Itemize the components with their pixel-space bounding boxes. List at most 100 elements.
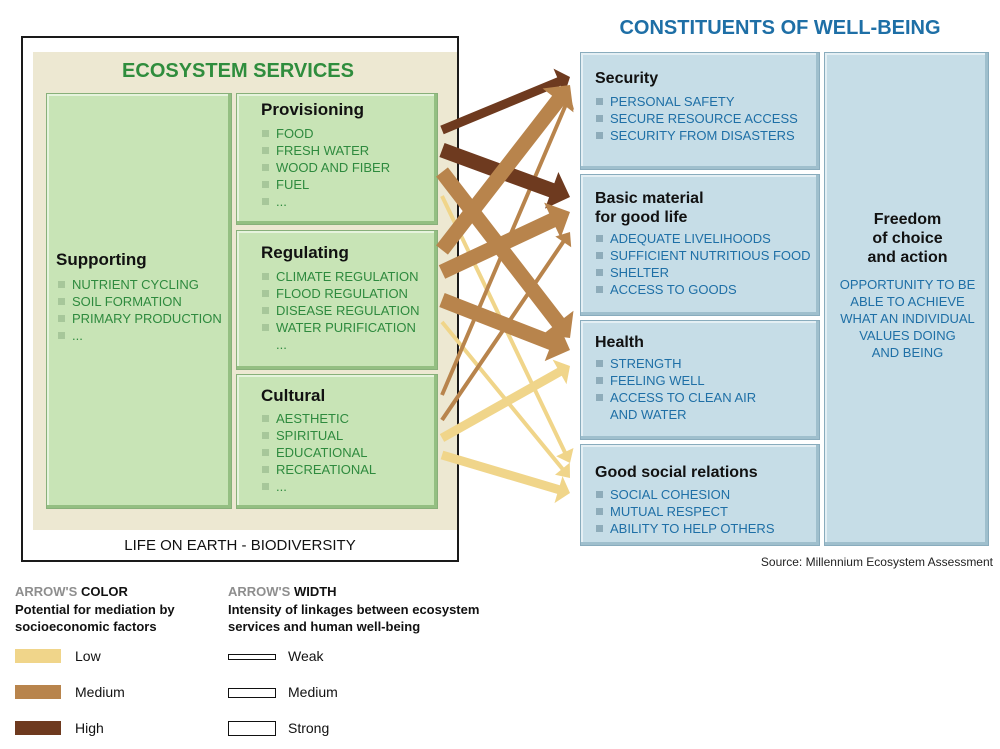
- list-item: ADEQUATE LIVELIHOODS: [596, 230, 811, 247]
- bullet-icon: [58, 332, 65, 339]
- bullet-icon: [596, 286, 603, 293]
- bullet-icon: [262, 307, 269, 314]
- cultural-title: Cultural: [261, 386, 326, 405]
- legend-bar-strong: [228, 721, 276, 736]
- legend-label-weak: Weak: [288, 648, 324, 664]
- bullet-icon: [596, 525, 603, 532]
- arrow-cultural-to-health: [439, 359, 570, 442]
- list-item: FUEL: [262, 176, 390, 193]
- bullet-icon: [262, 290, 269, 297]
- health-list: STRENGTH FEELING WELL ACCESS TO CLEAN AI…: [596, 355, 756, 423]
- well-being-title: CONSTITUENTS OF WELL-BEING: [619, 17, 941, 39]
- supporting-title: Supporting: [56, 250, 147, 269]
- list-item: CLIMATE REGULATION: [262, 268, 420, 285]
- arrow-cultural-to-security: [440, 95, 575, 396]
- provisioning-box: Provisioning FOOD FRESH WATER WOOD AND F…: [236, 93, 438, 225]
- list-item: SOIL FORMATION: [58, 293, 222, 310]
- bullet-icon: [262, 324, 269, 331]
- list-item: ...: [262, 193, 390, 210]
- list-item: WATER PURIFICATION: [262, 319, 420, 336]
- list-item: ACCESS TO CLEAN AIR: [596, 389, 756, 406]
- arrow-provisioning-to-security: [440, 68, 570, 135]
- legend-width-heading: ARROW'S WIDTH: [228, 584, 337, 599]
- supporting-list: NUTRIENT CYCLING SOIL FORMATION PRIMARY …: [58, 276, 222, 344]
- bullet-icon: [596, 394, 603, 401]
- list-item: SECURE RESOURCE ACCESS: [596, 110, 798, 127]
- arrow-provisioning-to-social: [440, 195, 574, 463]
- list-item: RECREATIONAL: [262, 461, 376, 478]
- security-box: Security PERSONAL SAFETY SECURE RESOURCE…: [580, 52, 820, 170]
- social-relations-box: Good social relations SOCIAL COHESION MU…: [580, 444, 820, 546]
- biodiversity-label: LIFE ON EARTH - BIODIVERSITY: [124, 537, 356, 554]
- list-item: SHELTER: [596, 264, 811, 281]
- provisioning-list: FOOD FRESH WATER WOOD AND FIBER FUEL ...: [262, 125, 390, 210]
- legend-label-medium: Medium: [75, 684, 125, 700]
- list-item: STRENGTH: [596, 355, 756, 372]
- freedom-description: OPPORTUNITY TO BE ABLE TO ACHIEVE WHAT A…: [839, 277, 976, 360]
- legend-swatch-low: [15, 649, 61, 663]
- source-note: Source: Millennium Ecosystem Assessment: [760, 555, 993, 569]
- provisioning-title: Provisioning: [261, 100, 364, 119]
- bullet-icon: [262, 415, 269, 422]
- cultural-list: AESTHETIC SPIRITUAL EDUCATIONAL RECREATI…: [262, 410, 376, 495]
- bullet-icon: [58, 315, 65, 322]
- bullet-icon: [58, 298, 65, 305]
- arrow-cultural-to-basic: [440, 232, 572, 422]
- freedom-box: Freedom of choice and action OPPORTUNITY…: [824, 52, 989, 546]
- bullet-icon: [596, 98, 603, 105]
- legend-color-heading: ARROW'S COLOR: [15, 584, 128, 599]
- arrow-cultural-to-social: [440, 450, 570, 504]
- bullet-icon: [596, 132, 603, 139]
- bullet-icon: [262, 466, 269, 473]
- bullet-icon: [596, 360, 603, 367]
- list-item: SECURITY FROM DISASTERS: [596, 127, 798, 144]
- legend-swatch-medium: [15, 685, 61, 699]
- list-item: MUTUAL RESPECT: [596, 503, 775, 520]
- bullet-icon: [596, 269, 603, 276]
- bullet-icon: [58, 281, 65, 288]
- bullet-icon: [262, 483, 269, 490]
- list-item: ...: [276, 337, 287, 352]
- legend-bar-weak: [228, 654, 276, 660]
- list-item: EDUCATIONAL: [262, 444, 376, 461]
- security-title: Security: [595, 70, 659, 87]
- legend-color-subtitle: Potential for mediation by socioeconomic…: [15, 602, 175, 634]
- health-title: Health: [595, 334, 644, 351]
- list-item: SPIRITUAL: [262, 427, 376, 444]
- bullet-icon: [262, 273, 269, 280]
- list-item: ...: [262, 478, 376, 495]
- list-item: AND WATER: [610, 407, 687, 422]
- bullet-icon: [596, 377, 603, 384]
- supporting-box: Supporting NUTRIENT CYCLING SOIL FORMATI…: [46, 93, 232, 509]
- bullet-icon: [262, 147, 269, 154]
- list-item: FEELING WELL: [596, 372, 756, 389]
- basic-material-list: ADEQUATE LIVELIHOODS SUFFICIENT NUTRITIO…: [596, 230, 811, 298]
- bullet-icon: [596, 252, 603, 259]
- legend-label-high: High: [75, 720, 104, 736]
- list-item: ACCESS TO GOODS: [596, 281, 811, 298]
- basic-material-box: Basic material for good life ADEQUATE LI…: [580, 174, 820, 316]
- legend-bar-medium: [228, 688, 276, 698]
- list-item: FRESH WATER: [262, 142, 390, 159]
- cultural-box: Cultural AESTHETIC SPIRITUAL EDUCATIONAL…: [236, 374, 438, 509]
- list-item: NUTRIENT CYCLING: [58, 276, 222, 293]
- list-item: SUFFICIENT NUTRITIOUS FOOD: [596, 247, 811, 264]
- ecosystem-services-title: ECOSYSTEM SERVICES: [122, 60, 354, 82]
- bullet-icon: [262, 130, 269, 137]
- regulating-title: Regulating: [261, 243, 349, 262]
- bullet-icon: [262, 449, 269, 456]
- health-box: Health STRENGTH FEELING WELL ACCESS TO C…: [580, 320, 820, 440]
- bullet-icon: [596, 115, 603, 122]
- bullet-icon: [596, 235, 603, 242]
- list-item: WOOD AND FIBER: [262, 159, 390, 176]
- legend-swatch-high: [15, 721, 61, 735]
- list-item: ABILITY TO HELP OTHERS: [596, 520, 775, 537]
- security-list: PERSONAL SAFETY SECURE RESOURCE ACCESS S…: [596, 93, 798, 144]
- legend-label-strong: Strong: [288, 720, 330, 736]
- freedom-title: Freedom of choice and action: [867, 211, 948, 266]
- list-item: SOCIAL COHESION: [596, 486, 775, 503]
- bullet-icon: [262, 432, 269, 439]
- legend-label-width-medium: Medium: [288, 684, 338, 700]
- bullet-icon: [596, 508, 603, 515]
- legend-width-subtitle: Intensity of linkages between ecosystem …: [228, 602, 480, 634]
